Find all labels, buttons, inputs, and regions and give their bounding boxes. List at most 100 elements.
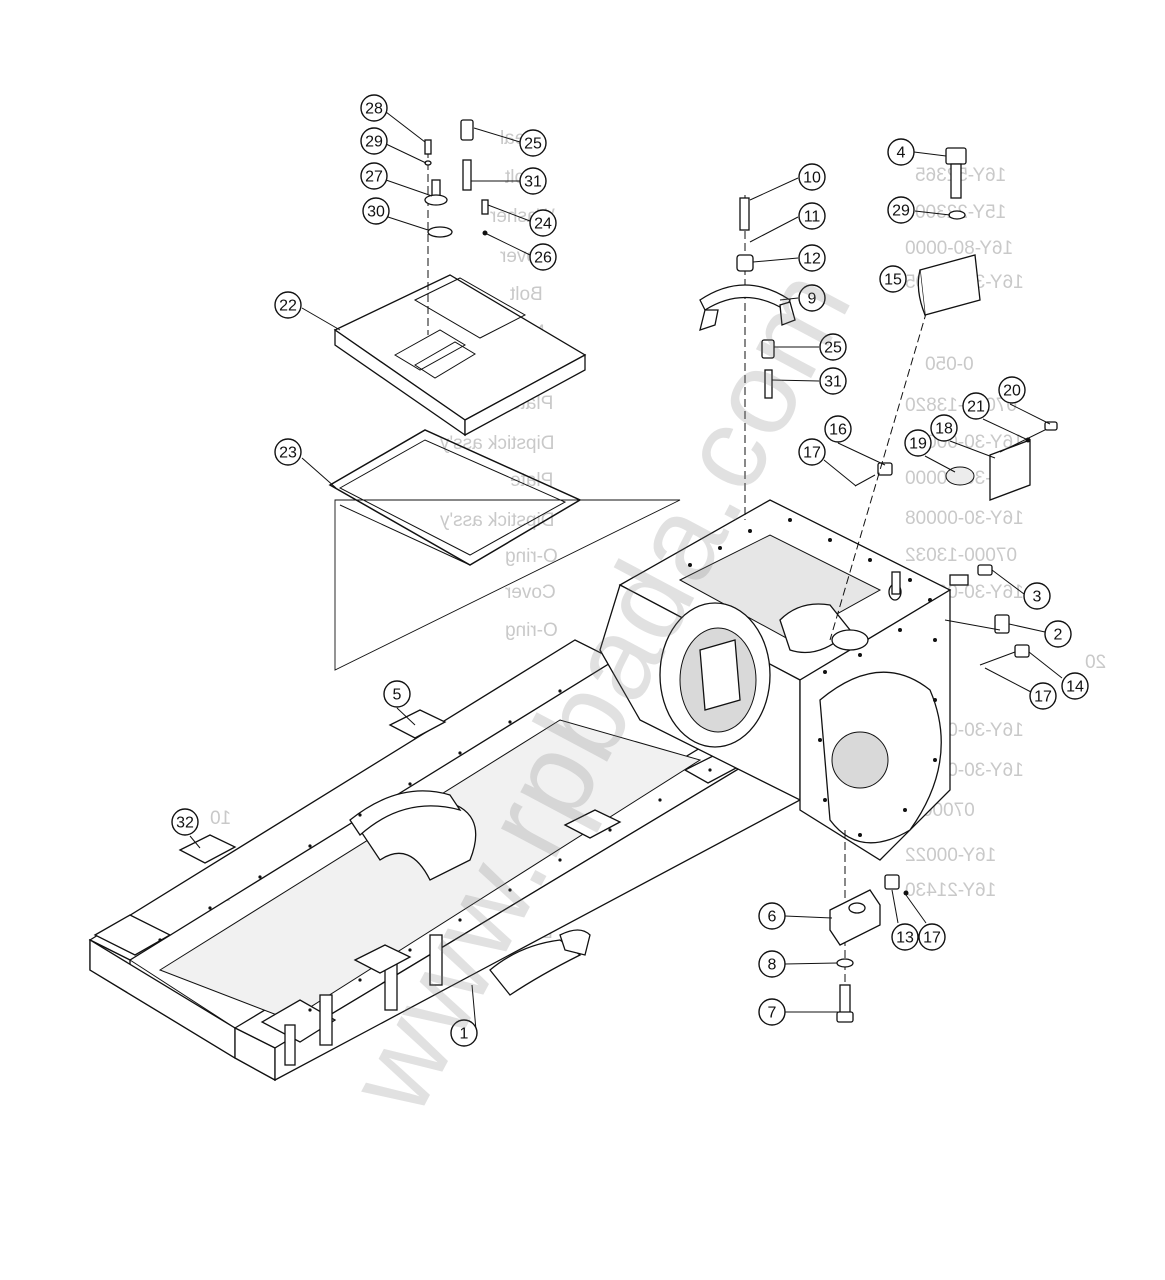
callout-circle bbox=[798, 202, 826, 230]
callout-circle bbox=[383, 680, 411, 708]
callout-circle bbox=[879, 265, 907, 293]
callout-circle bbox=[998, 376, 1026, 404]
callout-circle bbox=[798, 284, 826, 312]
callout-number: 18 bbox=[935, 421, 953, 438]
case-holes bbox=[688, 518, 937, 837]
callout-number: 3 bbox=[1033, 589, 1042, 606]
callout-13: 13 bbox=[891, 923, 919, 951]
callout-number: 17 bbox=[803, 445, 821, 462]
callout-3: 3 bbox=[1023, 582, 1051, 610]
callout-20: 20 bbox=[998, 376, 1026, 404]
callout-7: 7 bbox=[758, 998, 786, 1026]
callout-circle bbox=[824, 415, 852, 443]
callout-layer: 2829273025312426222310111292531161742915… bbox=[171, 94, 1089, 1047]
callout-number: 26 bbox=[534, 250, 552, 267]
callout-number: 12 bbox=[803, 251, 821, 268]
callout-11: 11 bbox=[798, 202, 826, 230]
callout-circle bbox=[529, 209, 557, 237]
callout-circle bbox=[819, 333, 847, 361]
callout-circle bbox=[758, 950, 786, 978]
callout-9: 9 bbox=[798, 284, 826, 312]
callout-circle bbox=[362, 197, 390, 225]
callout-number: 31 bbox=[524, 174, 542, 191]
callout-26: 26 bbox=[529, 243, 557, 271]
callout-5: 5 bbox=[383, 680, 411, 708]
callout-number: 24 bbox=[534, 216, 552, 233]
callout-18: 18 bbox=[930, 414, 958, 442]
callout-circle bbox=[360, 162, 388, 190]
callout-number: 10 bbox=[803, 170, 821, 187]
callout-number: 8 bbox=[768, 957, 777, 974]
callout-circle bbox=[519, 167, 547, 195]
callout-27: 27 bbox=[360, 162, 388, 190]
callout-circle bbox=[529, 243, 557, 271]
callout-number: 23 bbox=[279, 445, 297, 462]
callout-circle bbox=[360, 127, 388, 155]
callout-circle bbox=[887, 196, 915, 224]
callout-circle bbox=[1061, 672, 1089, 700]
callout-circle bbox=[1029, 682, 1057, 710]
callout-number: 15 bbox=[884, 272, 902, 289]
callout-number: 4 bbox=[897, 145, 906, 162]
callout-number: 1 bbox=[460, 1026, 469, 1043]
callout-number: 5 bbox=[393, 687, 402, 704]
callout-number: 11 bbox=[804, 209, 821, 226]
callout-number: 21 bbox=[967, 399, 985, 416]
frame-holes bbox=[158, 689, 712, 1012]
callout-8: 8 bbox=[758, 950, 786, 978]
callout-circle bbox=[962, 392, 990, 420]
callout-circle bbox=[930, 414, 958, 442]
callout-circle bbox=[798, 163, 826, 191]
top-left-hardware bbox=[424, 119, 489, 335]
bottom-right-hardware bbox=[829, 830, 909, 1023]
callout-number: 29 bbox=[892, 203, 910, 220]
callout-circle bbox=[274, 291, 302, 319]
callout-29: 29 bbox=[887, 196, 915, 224]
callout-number: 2 bbox=[1054, 627, 1063, 644]
callout-number: 30 bbox=[367, 204, 385, 221]
gasket-23 bbox=[328, 429, 681, 671]
callout-25: 25 bbox=[519, 129, 547, 157]
callout-circle bbox=[887, 138, 915, 166]
callout-number: 13 bbox=[896, 930, 914, 947]
callout-28: 28 bbox=[360, 94, 388, 122]
callout-number: 32 bbox=[176, 815, 194, 832]
callout-number: 27 bbox=[365, 169, 383, 186]
callout-circle bbox=[798, 244, 826, 272]
callout-circle bbox=[798, 438, 826, 466]
callout-number: 17 bbox=[1034, 689, 1052, 706]
callout-number: 17 bbox=[923, 930, 941, 947]
callout-number: 25 bbox=[524, 136, 542, 153]
callout-number: 29 bbox=[365, 134, 383, 151]
callout-1: 1 bbox=[450, 1019, 478, 1047]
callout-32: 32 bbox=[171, 808, 199, 836]
callout-circle bbox=[274, 438, 302, 466]
callout-2: 2 bbox=[1044, 620, 1072, 648]
callout-number: 19 bbox=[909, 436, 927, 453]
callout-30: 30 bbox=[362, 197, 390, 225]
right-hardware bbox=[917, 147, 1058, 666]
callout-14: 14 bbox=[1061, 672, 1089, 700]
main-frame bbox=[88, 639, 801, 1082]
callout-circle bbox=[758, 998, 786, 1026]
callout-circle bbox=[1023, 582, 1051, 610]
callout-17: 17 bbox=[918, 923, 946, 951]
callout-circle bbox=[904, 429, 932, 457]
callout-number: 20 bbox=[1003, 383, 1021, 400]
callout-25: 25 bbox=[819, 333, 847, 361]
callout-21: 21 bbox=[962, 392, 990, 420]
callout-17: 17 bbox=[798, 438, 826, 466]
callout-circle bbox=[918, 923, 946, 951]
callout-number: 28 bbox=[365, 101, 383, 118]
callout-circle bbox=[360, 94, 388, 122]
callout-4: 4 bbox=[887, 138, 915, 166]
callout-number: 6 bbox=[768, 909, 777, 926]
callout-circle bbox=[891, 923, 919, 951]
callout-12: 12 bbox=[798, 244, 826, 272]
callout-22: 22 bbox=[274, 291, 302, 319]
callout-number: 7 bbox=[768, 1005, 777, 1022]
callout-10: 10 bbox=[798, 163, 826, 191]
callout-circle bbox=[450, 1019, 478, 1047]
